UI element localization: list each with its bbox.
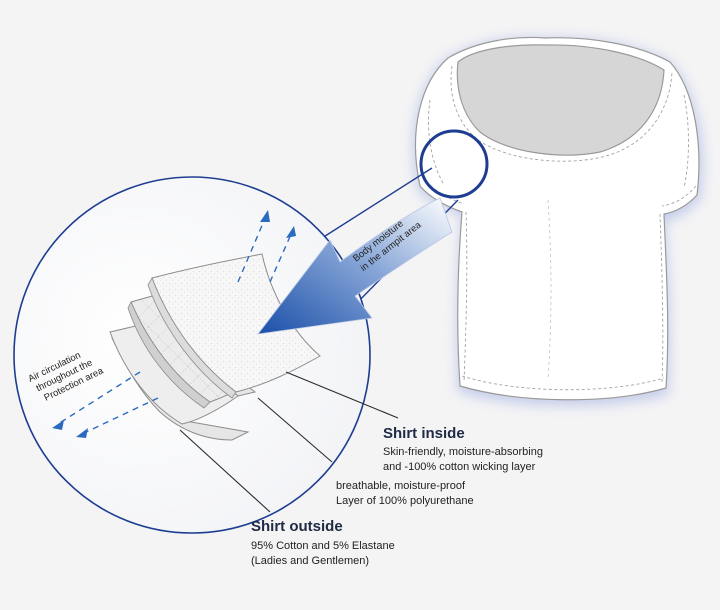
airflow-arrow-up-1	[237, 215, 267, 283]
fabric-layers	[109, 253, 321, 441]
shirt-inside-title: Shirt inside	[383, 425, 465, 442]
airflow-arrowheads	[52, 210, 296, 438]
airflow-arrows	[57, 215, 293, 435]
leader-inside	[285, 371, 399, 419]
airflow-arrow-up-2	[269, 231, 293, 283]
shirt-outside-desc-line1: 95% Cotton and 5% Elastane	[251, 540, 395, 552]
armpit-highlight-ring	[419, 129, 489, 199]
shirt-inside-desc-line2: and -100% cotton wicking layer	[383, 461, 536, 473]
moisture-arrow	[257, 197, 453, 335]
shirt-inside-desc-line1: Skin-friendly, moisture-absorbing	[383, 446, 543, 458]
tshirt-illustration	[413, 36, 703, 406]
middle-layer-desc-line1: breathable, moisture-proof	[336, 480, 466, 492]
callout-leaders	[179, 371, 399, 513]
leader-middle	[257, 397, 333, 463]
shirt-outside-title: Shirt outside	[251, 518, 343, 535]
airflow-arrow-left-2	[81, 397, 159, 435]
airflow-arrow-left-1	[57, 371, 141, 425]
tshirt-neckline	[456, 44, 665, 156]
leader-outside	[179, 429, 271, 513]
shirt-outside-desc-line2: (Ladies and Gentlemen)	[251, 555, 370, 567]
middle-layer-desc-line2: Layer of 100% polyurethane	[336, 495, 474, 507]
